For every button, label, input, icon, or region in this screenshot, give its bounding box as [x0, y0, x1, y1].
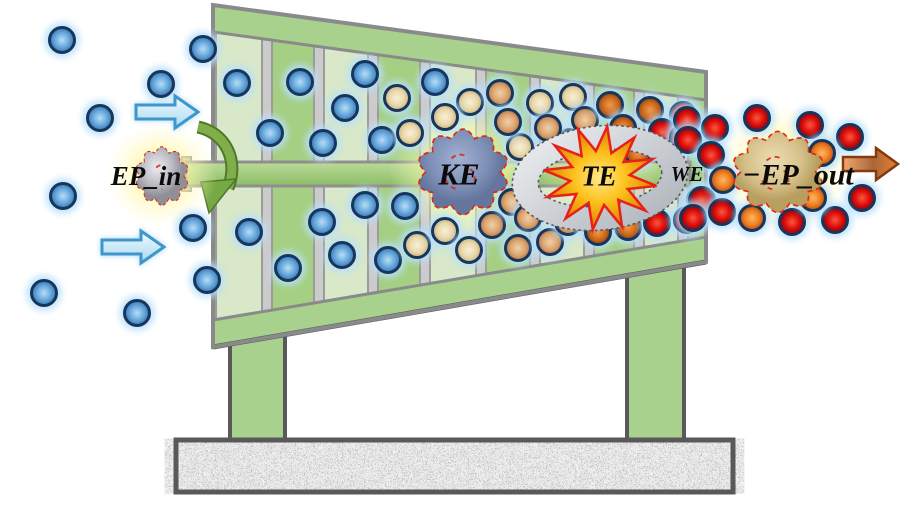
particle-orange	[705, 162, 741, 198]
outlet-arrow-icon	[841, 145, 900, 183]
particle-red	[817, 202, 853, 238]
particle-blue	[324, 237, 360, 273]
label-te: TE	[581, 162, 617, 193]
particle-tan	[500, 230, 536, 266]
particle-red	[697, 110, 733, 146]
particle-red	[844, 180, 880, 216]
particle-red	[704, 194, 740, 230]
particle-blue	[44, 22, 80, 58]
particle-red	[739, 100, 775, 136]
particle-blue	[189, 262, 225, 298]
particle-blue	[270, 250, 306, 286]
particle-cream	[379, 80, 415, 116]
particle-blue	[252, 115, 288, 151]
particle-cream	[427, 99, 463, 135]
label-ke: KE	[437, 157, 479, 192]
left-leg	[228, 332, 287, 446]
particle-blue	[143, 66, 179, 102]
particle-blue	[82, 100, 118, 136]
inlet-arrow-icon	[100, 228, 167, 266]
particle-cream	[451, 232, 487, 268]
particle-tan	[490, 104, 526, 140]
particle-blue	[417, 64, 453, 100]
particle-blue	[219, 65, 255, 101]
particle-red	[675, 200, 711, 236]
particle-blue	[304, 204, 340, 240]
label-ep-out: −EP_out	[742, 159, 855, 192]
ep-out-cloud	[733, 130, 823, 214]
particle-cream	[392, 115, 428, 151]
particle-cream	[427, 213, 463, 249]
ke-cloud	[418, 128, 508, 216]
particle-cream	[399, 227, 435, 263]
ep-in-cloud	[135, 146, 189, 206]
particle-blue	[175, 210, 211, 246]
concrete-base	[173, 437, 736, 495]
particle-blue	[347, 187, 383, 223]
particle-blue	[387, 188, 423, 224]
label-ep-in: EP_in	[110, 161, 182, 191]
inlet-arrows	[100, 93, 201, 266]
particle-blue	[347, 56, 383, 92]
particle-blue	[327, 90, 363, 126]
particle-tan	[482, 75, 518, 111]
particle-orange	[734, 200, 770, 236]
particle-blue	[185, 31, 221, 67]
support-legs	[228, 262, 686, 446]
particle-blue	[45, 178, 81, 214]
inlet-arrow-icon	[134, 93, 201, 131]
te-starburst-icon	[542, 122, 658, 234]
right-leg	[625, 262, 686, 446]
particle-blue	[231, 214, 267, 250]
particle-blue	[119, 295, 155, 331]
particle-blue	[305, 125, 341, 161]
labels: EP_in KE TE WE −EP_out	[110, 157, 856, 193]
label-we: WE	[671, 162, 704, 186]
particle-blue	[370, 242, 406, 278]
particle-red	[774, 204, 810, 240]
particle-red	[832, 119, 868, 155]
particle-blue	[282, 64, 318, 100]
housing-outline	[211, 2, 708, 350]
particle-red	[792, 107, 828, 143]
particle-blue	[26, 275, 62, 311]
